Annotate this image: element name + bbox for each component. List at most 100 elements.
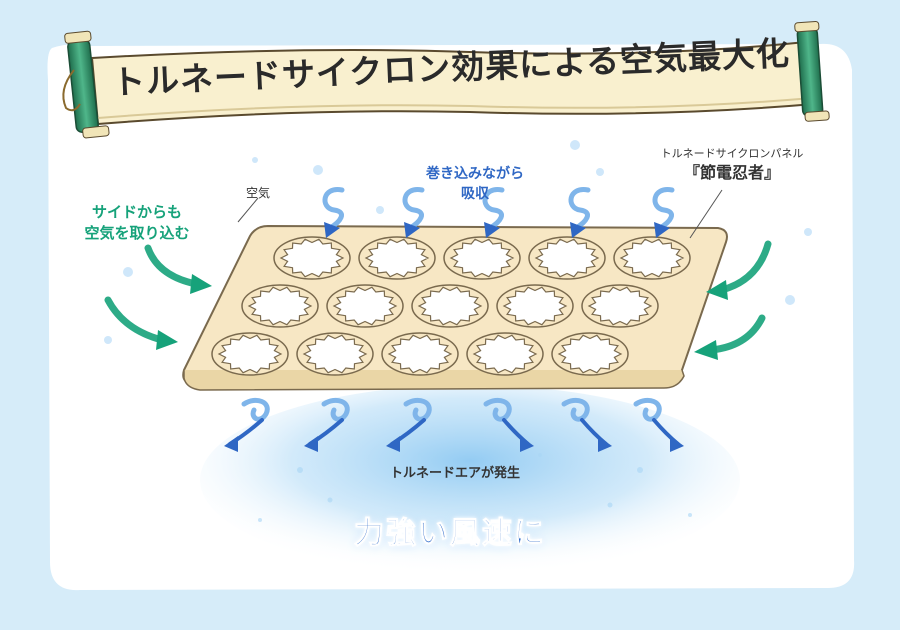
arrow-head [304,436,318,452]
swirl-stroke [402,187,425,231]
swirl-stroke [633,397,662,422]
curved-arrow-icon [104,296,178,350]
arrow-head [654,222,670,238]
swirl-arrow-icon [561,397,612,452]
panel-hole [241,284,319,328]
arrow-stroke [104,296,166,344]
arrow-head [386,436,400,452]
side-intake-line2: 空気を取り込む [84,224,190,242]
hole-burst [364,238,430,278]
panel-hole [273,236,351,280]
title-banner [62,20,830,139]
hole-burst [534,238,600,278]
arrow-head [670,436,684,452]
swirl-stroke [241,397,270,422]
tornado-mist [200,385,740,575]
hole-burst [302,334,368,374]
swirl-stroke [403,397,432,422]
hole-burst [502,286,568,326]
panel-hole [551,332,629,376]
curved-arrow-icon [144,244,212,294]
swirl-stroke [652,187,675,231]
swirl-arrow-icon [224,397,270,452]
side-intake-label: サイドからも 空気を取り込む [62,202,212,244]
curved-arrow-icon [706,240,772,300]
panel-holes [211,236,691,376]
tornado-air-label: トルネードエアが発生 [389,466,520,481]
hole-burst [417,286,483,326]
arrow-head [520,436,534,452]
panel-hole [211,332,289,376]
arrow-stroke [144,244,200,288]
absorb-line2: 吸収 [461,186,489,202]
scroll-rod-left [62,30,110,139]
tornado-cyclone-panel [182,224,728,391]
curved-arrow-icon [694,314,766,360]
panel-hole [613,236,691,280]
panel-name: トルネードサイクロンパネル [660,147,804,160]
panel-hole [443,236,521,280]
arrow-head [706,280,728,300]
hole-burst [472,334,538,374]
absorb-line1: 巻き込みながら [426,166,524,182]
hole-burst [449,238,515,278]
arrow-head [570,222,586,238]
hole-burst [217,334,283,374]
side-intake-arrows [104,240,772,360]
absorb-label: 巻き込みながら 吸収 [410,164,540,204]
arrow-head [190,274,212,294]
strong-wind-label: 力強い風速に [354,516,546,552]
swirl-arrow-icon [322,187,345,238]
swirl-stroke [568,187,591,231]
swirl-stroke [561,397,590,422]
hole-burst [247,286,313,326]
panel-hole [326,284,404,328]
arrow-head [404,222,420,238]
panel-hole [381,332,459,376]
intake-swirl-arrows [322,187,675,238]
swirl-stroke [322,187,345,231]
arrow-stroke [718,240,772,294]
mist-dots [258,453,692,543]
swirl-arrow-icon [386,397,432,452]
hole-burst [387,334,453,374]
arrow-head [694,340,718,360]
swirl-arrow-icon [304,397,350,452]
hole-burst [619,238,685,278]
swirl-stroke [482,187,505,231]
air-label: 空気 [246,186,271,200]
side-intake-line1: サイドからも [91,203,182,221]
arrow-head [598,436,612,452]
arrow-head [156,330,178,350]
swirl-arrow-icon [482,187,505,238]
arrow-stroke [708,314,766,354]
panel-hole [496,284,574,328]
swirl-arrow-icon [652,187,675,238]
hole-burst [557,334,623,374]
panel-hole [358,236,436,280]
air-particles [104,140,812,344]
output-swirl-arrows [224,397,684,452]
swirl-stroke [321,397,350,422]
arrow-head [224,436,238,452]
air-leader-line [237,197,259,223]
hole-burst [279,238,345,278]
arrow-head [484,222,500,238]
panel-label: トルネードサイクロンパネル 『節電忍者』 [632,146,832,184]
hole-burst [332,286,398,326]
panel-hole [411,284,489,328]
swirl-arrow-icon [402,187,425,238]
panel-hole [528,236,606,280]
scroll-rod-right [794,20,830,122]
arrow-head [324,222,340,238]
swirl-arrow-icon [633,397,684,452]
swirl-arrow-icon [568,187,591,238]
panel-hole [466,332,544,376]
swirl-arrow-icon [483,397,534,452]
panel-hole [581,284,659,328]
hole-burst [587,286,653,326]
swirl-stroke [483,397,512,422]
panel-hole [296,332,374,376]
